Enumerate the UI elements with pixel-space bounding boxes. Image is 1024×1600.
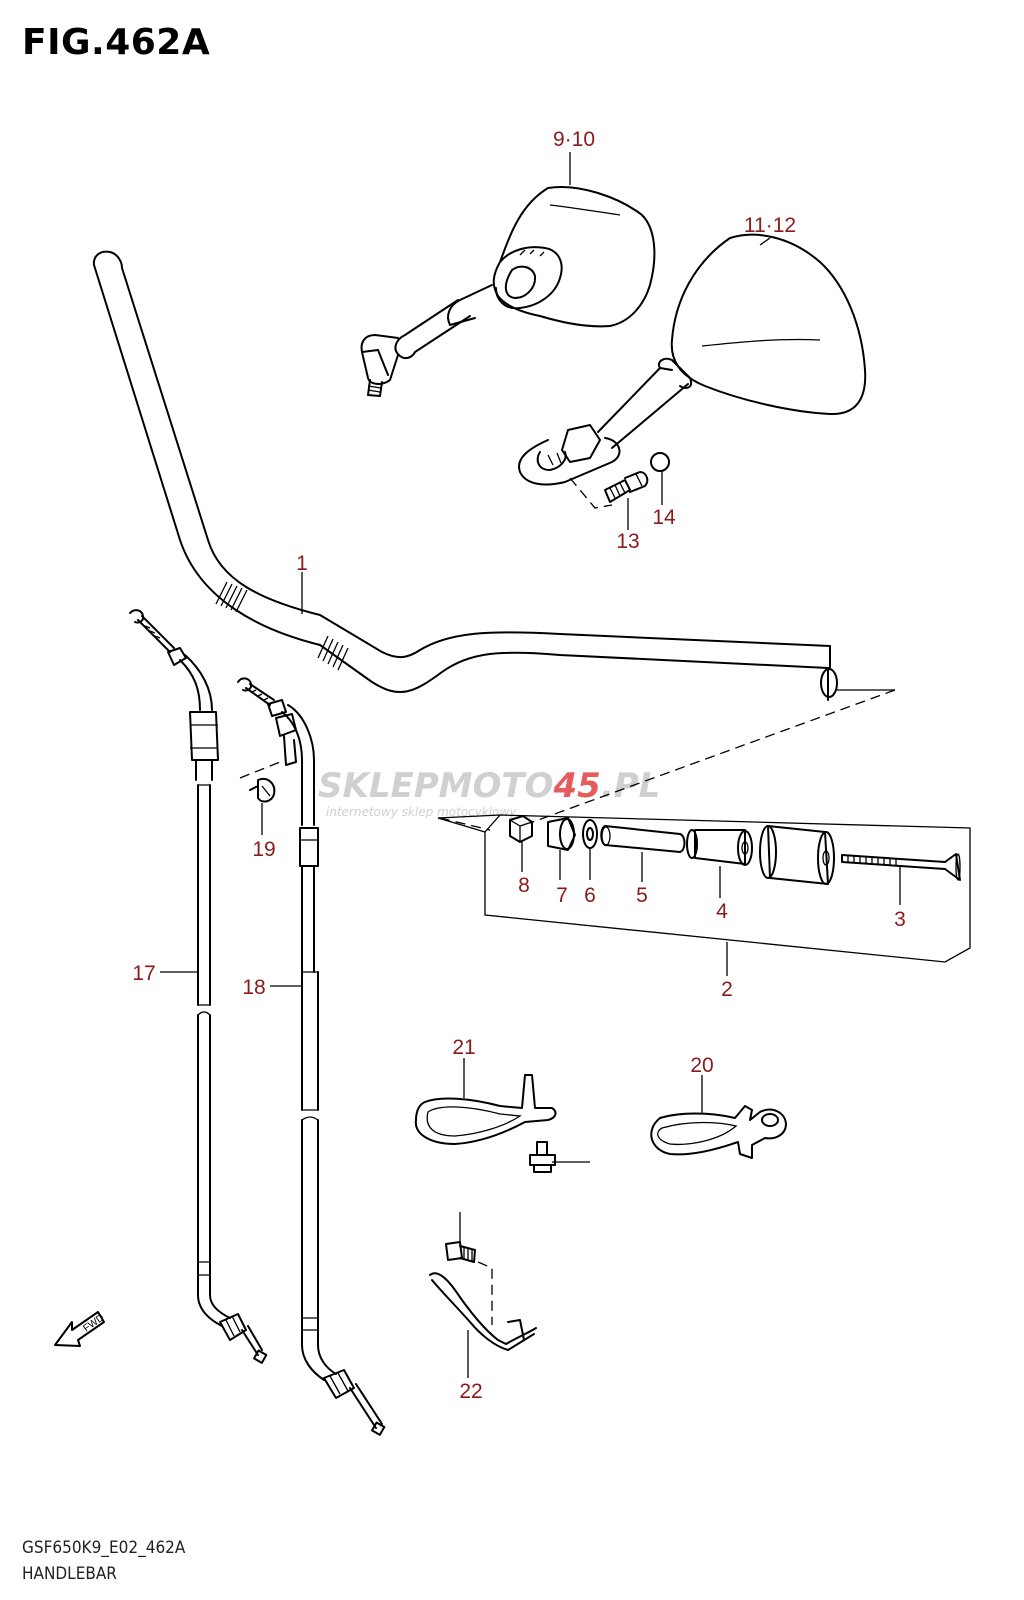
washer-6 — [582, 819, 598, 849]
callout-8: 8 — [518, 874, 530, 897]
callout-4: 4 — [716, 900, 728, 923]
callout-7: 7 — [556, 884, 568, 907]
callout-13: 13 — [616, 530, 639, 553]
nut-8 — [509, 815, 533, 843]
figure-code: GSF650K9_E02_462A — [22, 1538, 186, 1558]
callout-14: 14 — [652, 506, 676, 529]
svg-text:SKLEPMOTO45.PL: SKLEPMOTO45.PL — [318, 766, 660, 806]
fwd-label: FWD — [81, 1312, 106, 1334]
mirror-left — [360, 186, 656, 397]
leader-lines — [160, 152, 901, 1378]
weight-4 — [686, 829, 753, 866]
callout-1: 1 — [296, 552, 308, 575]
cable-15 — [129, 609, 268, 1364]
figure-name: HANDLEBAR — [22, 1564, 117, 1584]
watermark: SKLEPMOTO45.PL internetowy sklep motocyk… — [318, 766, 660, 819]
handlebar — [92, 250, 838, 701]
callout-5: 5 — [636, 884, 648, 907]
watermark-tagline: internetowy sklep motocyklowy — [326, 805, 517, 819]
figure-title: FIG.462A — [22, 22, 211, 63]
cap-14 — [650, 452, 670, 472]
bolt-21 — [445, 1241, 476, 1263]
callout-20: 22 — [459, 1380, 482, 1403]
bolt-22 — [529, 1141, 556, 1173]
mirror-right — [518, 233, 867, 509]
callout-18: 20 — [690, 1054, 713, 1077]
callout-3: 3 — [894, 908, 906, 931]
clamp-19 — [414, 1074, 557, 1145]
cable-16 — [237, 677, 386, 1436]
watermark-brand-2: MOTO — [439, 766, 554, 806]
screw-17 — [239, 759, 286, 803]
callout-15: 17 — [132, 962, 155, 985]
callout-11-12: 11·12 — [744, 214, 796, 237]
watermark-brand-1: SKLEP — [318, 766, 439, 806]
callout-2: 2 — [721, 978, 733, 1001]
callout-16: 18 — [242, 976, 265, 999]
callout-6: 6 — [584, 884, 596, 907]
watermark-brand-3: 45 — [553, 766, 601, 806]
balancer-assembly-box — [437, 814, 971, 963]
fwd-arrow: FWD — [54, 1311, 106, 1347]
weight-3 — [759, 825, 835, 885]
pipe-5 — [600, 825, 686, 853]
screw-3 — [841, 853, 961, 881]
clamp-20 — [429, 1261, 537, 1351]
screw-13 — [604, 471, 649, 503]
projection-lines — [439, 689, 896, 831]
clamp-18 — [650, 1105, 787, 1159]
callout-19: 21 — [452, 1036, 475, 1059]
callout-labels: 9·10 11·12 1 13 14 19 8 7 6 5 4 3 2 17 1… — [132, 128, 906, 1403]
callout-17: 19 — [252, 838, 275, 861]
collar-7 — [547, 817, 576, 851]
callout-9-10: 9·10 — [553, 128, 595, 151]
